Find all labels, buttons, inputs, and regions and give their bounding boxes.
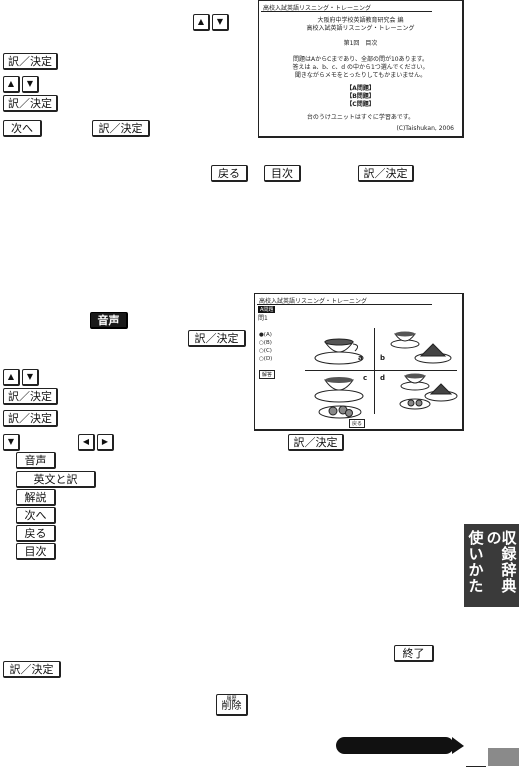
title-rule <box>261 11 432 12</box>
cup-and-cake-illustration-b <box>390 331 452 364</box>
left-right-keys: ◀ ▶ <box>78 434 114 451</box>
cup-cake-cookie-illustration-d <box>399 373 458 410</box>
instruction-line-1: 問題はAからCまであり、全部の問が10あります。 <box>292 56 429 63</box>
right-arrow-key: ▶ <box>97 434 114 451</box>
next-page-arrow-icon <box>336 737 464 754</box>
option-b[interactable]: ○(B) <box>259 340 272 346</box>
quad-divider-vertical <box>374 328 375 414</box>
decide-key-4: 訳／決定 <box>358 165 414 182</box>
answer-options: ●(A) ○(B) ○(C) ○(D) <box>259 332 272 364</box>
menu-item-b[interactable]: 【B問題】 <box>346 93 375 100</box>
section-badge: A問題 <box>258 306 276 313</box>
up-arrow-key: ▲ <box>3 76 20 93</box>
audio-key: 音声 <box>16 452 56 469</box>
menu-item-c[interactable]: 【C問題】 <box>346 101 375 108</box>
down-arrow-key-single: ▼ <box>3 434 20 451</box>
up-down-keys-3: ▲ ▼ <box>3 369 39 386</box>
title-rule <box>257 304 432 305</box>
index-key-1: 目次 <box>264 165 301 182</box>
audio-key-dark: 音声 <box>90 312 128 329</box>
screen-index: 高校入試英語リスニング・トレーニング 大阪府中学校英語教育研究会 編 高校入試英… <box>258 0 464 138</box>
up-down-keys-1: ▲ ▼ <box>193 14 229 31</box>
answer-button[interactable]: 解答 <box>259 370 276 379</box>
up-down-keys-2: ▲ ▼ <box>3 76 39 93</box>
quad-label-b: b <box>380 354 386 362</box>
quad-label-d: d <box>380 374 386 382</box>
down-arrow-key: ▼ <box>22 76 39 93</box>
explanation-key: 解説 <box>16 489 56 506</box>
option-a[interactable]: ●(A) <box>259 332 272 338</box>
side-tab-line-1: 収録辞典の <box>484 530 518 594</box>
screen-title: 高校入試英語リスニング・トレーニング <box>259 298 368 305</box>
option-c[interactable]: ○(C) <box>259 348 272 354</box>
option-d[interactable]: ○(D) <box>259 356 273 362</box>
instruction-line-3: 聞きながらメモをとったりしてもかまいません。 <box>294 72 427 79</box>
decide-key-2: 訳／決定 <box>3 95 58 112</box>
quad-label-a: a <box>358 354 363 362</box>
instruction-line-2: 答えは a、b、c、d の中から1つ選んでください。 <box>292 64 429 71</box>
back-key-1: 戻る <box>211 165 248 182</box>
publisher: 大阪府中学校英語教育研究会 編 <box>317 17 404 24</box>
decide-key-7: 訳／決定 <box>3 410 58 427</box>
quad-divider-horizontal <box>305 370 457 371</box>
copyright: (C)Taishukan, 2006 <box>396 125 454 132</box>
chapter-heading: 第1回 目次 <box>343 40 378 47</box>
cup-saucer-illustration-c <box>314 377 364 403</box>
decide-key-3: 訳／決定 <box>92 120 150 137</box>
english-translation-key: 英文と訳 <box>16 471 96 488</box>
screen-title: 高校入試英語リスニング・トレーニング <box>263 5 372 12</box>
decide-key-5: 訳／決定 <box>188 330 246 347</box>
decide-key-8: 訳／決定 <box>288 434 344 451</box>
left-arrow-key: ◀ <box>78 434 95 451</box>
question-number: 問1 <box>258 315 268 322</box>
end-key: 終了 <box>394 645 434 662</box>
book-subtitle: 高校入試英語リスニング・トレーニング <box>306 25 415 32</box>
back-key-2: 戻る <box>16 525 56 542</box>
delete-key: 履歴 削除 <box>216 694 248 716</box>
next-key-1: 次へ <box>3 120 42 137</box>
cup-saucer-illustration-a <box>314 338 364 365</box>
side-tab-line-2: 使いかた <box>466 530 485 594</box>
delete-key-label: 削除 <box>221 701 242 712</box>
delete-key-sub-label: 履歴 <box>226 696 237 702</box>
chapter-side-tab: 収録辞典の 使いかた <box>464 524 519 607</box>
down-arrow-key: ▼ <box>22 369 39 386</box>
decide-key-9: 訳／決定 <box>3 661 61 678</box>
screen-note: 台のうけユニットはすぐに学習あです。 <box>306 114 415 121</box>
page-number-chip <box>488 748 519 766</box>
screen-question: 高校入試英語リスニング・トレーニング A問題 問1 ●(A) ○(B) ○(C)… <box>254 293 464 431</box>
up-arrow-key: ▲ <box>3 369 20 386</box>
cookie-plate-illustration <box>318 405 362 419</box>
down-arrow-key: ▼ <box>212 14 229 31</box>
decide-key-6: 訳／決定 <box>3 388 58 405</box>
back-screen-button[interactable]: 戻る <box>349 419 366 428</box>
menu-item-a[interactable]: 【A問題】 <box>346 85 375 92</box>
index-key-2: 目次 <box>16 543 56 560</box>
next-key-2: 次へ <box>16 507 56 524</box>
decide-key-1: 訳／決定 <box>3 53 58 70</box>
quad-label-c: c <box>363 374 368 382</box>
up-arrow-key: ▲ <box>193 14 210 31</box>
